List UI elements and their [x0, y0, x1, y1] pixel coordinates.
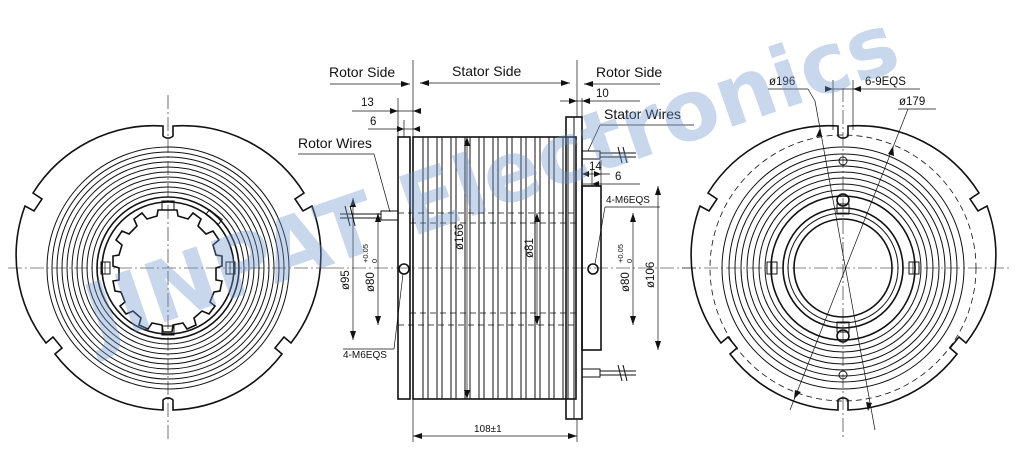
thread-callout-left: 4-M6EQS [343, 350, 387, 361]
dim-holes: 6-9EQS [865, 76, 906, 88]
tol-right-lower: 0 [625, 259, 634, 263]
side-view [330, 60, 700, 442]
stator-wires-label: Stator Wires [604, 106, 681, 122]
dim-13: 13 [361, 97, 374, 109]
dim-dia95: ø95 [340, 270, 352, 290]
dim-dia179: ø179 [899, 96, 925, 108]
dim-dia106: ø106 [645, 262, 657, 288]
right-end-view [682, 80, 1010, 440]
dim-6-right: 6 [615, 171, 621, 183]
dim-dia196: ø196 [769, 76, 795, 88]
stator-wire-bundle-top [581, 146, 636, 164]
tol-left-upper: +0.05 [361, 244, 370, 263]
dim-14: 14 [589, 161, 602, 173]
thread-callout-right: 4-M6EQS [606, 195, 650, 206]
slip-ring-stack [422, 137, 569, 399]
left-end-view [8, 95, 330, 440]
stator-side-label: Stator Side [452, 63, 521, 79]
dim-length: 108±1 [474, 424, 502, 435]
rotor-side-label-right: Rotor Side [596, 64, 662, 80]
dim-dia80-left: ø80 [365, 272, 377, 292]
rotor-side-label-left: Rotor Side [329, 64, 395, 80]
dim-dia81: ø81 [524, 238, 536, 258]
dim-dia166: ø166 [454, 224, 466, 250]
dim-6-left: 6 [370, 116, 376, 128]
tol-right-upper: +0.05 [616, 244, 625, 263]
watermark: JINPAT Electronics [68, 0, 911, 366]
stator-wire-bundle-bottom [581, 364, 636, 382]
dim-10: 10 [596, 88, 609, 100]
dim-dia80-right: ø80 [620, 272, 632, 292]
tol-left-lower: 0 [370, 259, 379, 263]
rotor-wires-label: Rotor Wires [298, 135, 372, 151]
